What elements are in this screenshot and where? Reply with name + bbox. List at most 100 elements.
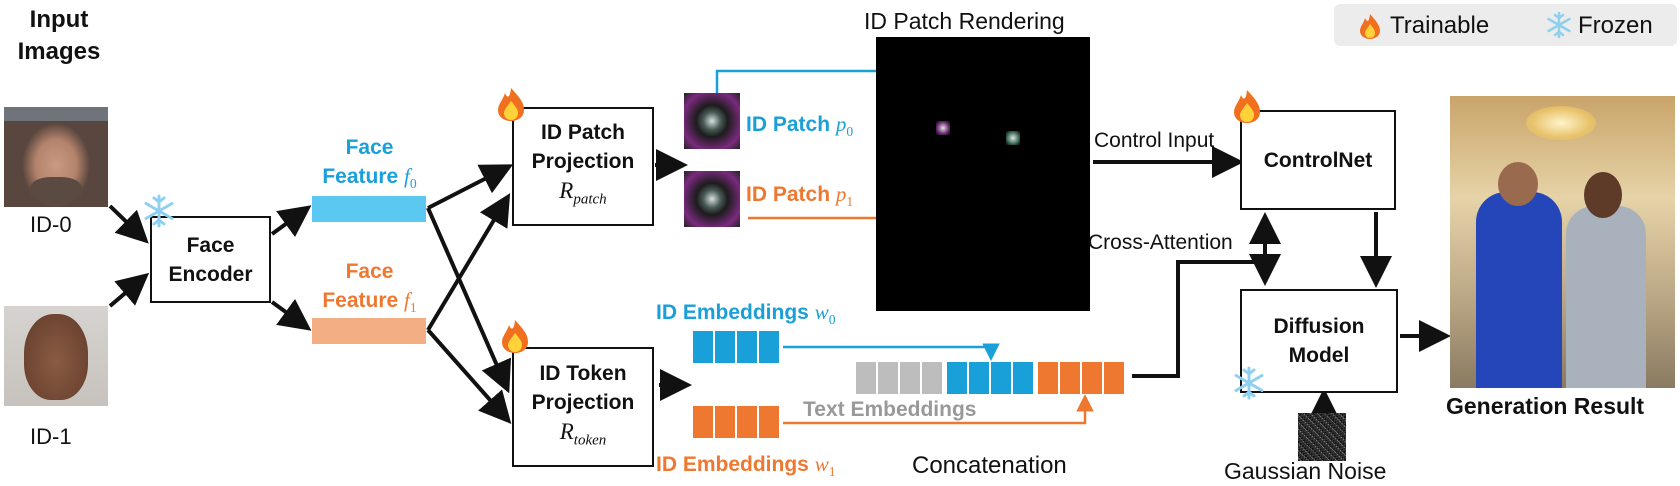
id-patch-p1-thumbnail [684, 171, 740, 227]
gaussian-noise-image [1298, 413, 1346, 461]
fire-icon [498, 88, 524, 121]
id-embeddings-w0-label: ID Embeddings w0 [656, 300, 836, 328]
arrow-f1-to-patch [426, 193, 511, 332]
p0-text: ID Patch [746, 113, 831, 136]
embedding-cell [1059, 361, 1081, 395]
id-patch-rendering-canvas [876, 37, 1090, 311]
face-feature-f0-bar [312, 196, 426, 222]
gaussian-noise-label: Gaussian Noise [1224, 458, 1387, 484]
patch-proj-line1: ID Patch [540, 121, 626, 145]
rendered-patch-p1 [1006, 131, 1020, 145]
patch-proj-sub: patch [573, 191, 607, 208]
text-embedding-cell [855, 361, 877, 395]
diffusion-line2: Model [1288, 344, 1350, 367]
arrow-w1-to-concat [783, 394, 1094, 425]
id-patch-p0-label: ID Patch p0 [746, 112, 853, 140]
title-line1: Input [29, 6, 89, 33]
woman-head [1584, 172, 1622, 218]
text-embeddings-label: Text Embeddings [803, 398, 977, 421]
p1-symbol: p1 [835, 182, 854, 210]
rendering-title: ID Patch Rendering [864, 8, 1065, 34]
embedding-cell [758, 330, 780, 364]
face-feature-f1-label: Face Feature f1 [312, 257, 427, 322]
diffusion-line1: Diffusion [1273, 315, 1365, 338]
f0-symbol-sub: 0 [409, 176, 417, 192]
f1-line2: Feature [322, 289, 399, 312]
chandelier-shape [1526, 106, 1596, 140]
p1-symbol-letter: p [835, 182, 847, 206]
arrow-id0-to-encoder [108, 204, 149, 244]
w0-text: ID Embeddings [656, 301, 809, 324]
f1-symbol-sub: 1 [409, 300, 417, 316]
fire-icon [1234, 90, 1260, 123]
arrow-encoder-to-f0 [270, 205, 312, 238]
title-line2: Images [17, 38, 101, 65]
man-figure [1476, 192, 1562, 388]
text-embedding-cell [899, 361, 921, 395]
generation-result-label: Generation Result [1446, 393, 1645, 419]
p1-symbol-sub: 1 [846, 194, 854, 210]
f0-symbol-letter: f [404, 164, 410, 188]
id-embeddings-w0-cells [692, 330, 782, 364]
embedding-cell [692, 330, 714, 364]
id-patch-projection-box: ID Patch Projection Rpatch [512, 107, 654, 226]
face-feature-f1-bar [312, 318, 426, 344]
embedding-cell [758, 405, 780, 439]
w1-symbol-sub: 1 [828, 464, 836, 480]
legend-frozen: Frozen [1578, 12, 1653, 39]
p0-symbol-sub: 0 [846, 124, 854, 140]
embedding-cell [1081, 361, 1103, 395]
face-encoder-box: Face Encoder [150, 216, 271, 303]
control-input-label: Control Input [1094, 129, 1215, 152]
token-proj-line1: ID Token [539, 361, 627, 385]
diffusion-model-box: Diffusion Model [1240, 289, 1398, 393]
cross-attention-label: Cross-Attention [1088, 231, 1233, 254]
id-patch-p0-thumbnail [684, 93, 740, 149]
face-encoder-line2: Encoder [168, 262, 253, 286]
photo-background [4, 107, 108, 121]
f1-line1: Face [345, 260, 394, 283]
embedding-cell [714, 330, 736, 364]
embedding-cell [736, 405, 758, 439]
w1-text: ID Embeddings [656, 453, 809, 476]
w0-symbol-sub: 0 [828, 312, 836, 328]
input-label-id1: ID-1 [30, 424, 72, 449]
embedding-cell [946, 361, 968, 395]
embedding-cell [1012, 361, 1034, 395]
fire-icon [502, 320, 528, 353]
arrow-id1-to-encoder [108, 272, 150, 308]
face-feature-f0-label: Face Feature f0 [312, 133, 427, 198]
w0-symbol-letter: w [814, 300, 829, 324]
concatenation-label: Concatenation [912, 452, 1067, 479]
f1-symbol-letter: f [404, 288, 410, 312]
rendered-patch-p0 [936, 121, 950, 135]
arrow-cross-attention-up [1132, 212, 1281, 378]
embedding-cell [714, 405, 736, 439]
f0-symbol: f0 [404, 164, 417, 192]
w1-symbol-letter: w [814, 452, 829, 476]
fire-icon [1360, 14, 1380, 39]
embedding-cell [990, 361, 1012, 395]
beard-shape [30, 177, 82, 205]
legend: Trainable Frozen [1334, 4, 1677, 46]
w1-symbol: w1 [814, 452, 836, 480]
w0-symbol: w0 [814, 300, 836, 328]
id-embeddings-w1-label: ID Embeddings w1 [656, 452, 836, 480]
text-embedding-cell [921, 361, 943, 395]
concatenated-embeddings [855, 361, 1131, 395]
id-patch-p1-label: ID Patch p1 [746, 182, 853, 210]
legend-trainable: Trainable [1390, 12, 1490, 39]
p0-symbol: p0 [836, 112, 854, 140]
input-face-id0 [4, 107, 108, 207]
snowflake-icon [1234, 366, 1264, 400]
input-label-id0: ID-0 [30, 212, 72, 237]
p1-text: ID Patch [746, 183, 831, 206]
controlnet-label: ControlNet [1263, 148, 1373, 172]
man-head [1498, 162, 1538, 206]
arrow-f1-to-token [426, 328, 512, 424]
arrow-w0-to-concat [783, 343, 1000, 361]
embedding-cell [736, 330, 758, 364]
input-face-id1 [4, 306, 108, 406]
embedding-cell [1103, 361, 1125, 395]
